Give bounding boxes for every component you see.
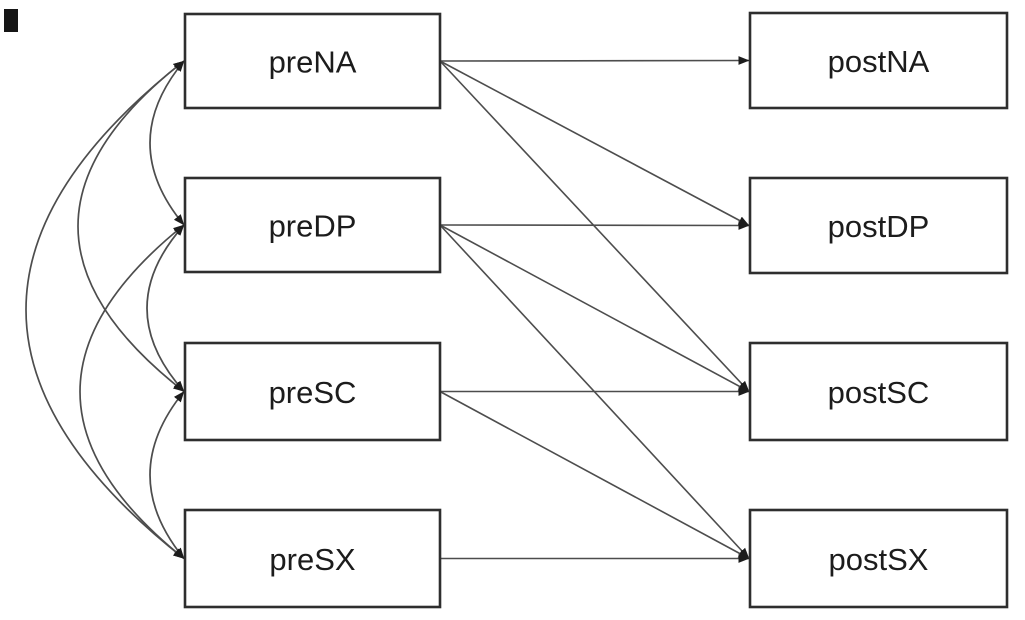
- node-label-postSC: postSC: [828, 375, 930, 410]
- node-box-postSC: [748, 341, 1009, 442]
- node-box-preSC: [183, 341, 442, 442]
- covariance-arc-preNA-preSX: [25, 60, 185, 560]
- node-label-preDP: preDP: [269, 209, 357, 244]
- path-arrow-preNA-postSC: [439, 60, 750, 393]
- covariance-arc-preDP-preSC: [146, 224, 185, 393]
- covariance-arc-preSC-preSX: [149, 390, 185, 560]
- node-box-postNA: [748, 11, 1009, 110]
- node-label-preSC: preSC: [269, 375, 357, 410]
- node-label-postNA: postNA: [828, 44, 930, 79]
- covariance-arcs-group: [25, 60, 185, 560]
- node-label-preSX: preSX: [269, 542, 355, 577]
- nodes-group: preNA preDP preSC preSX postNA postDP postSC po…: [183, 11, 1009, 609]
- node-box-preNA: [183, 12, 442, 110]
- path-arrow-preNA-postDP: [439, 60, 750, 227]
- node-box-postDP: [748, 176, 1009, 275]
- node-label-postSX: postSX: [829, 542, 929, 577]
- path-arrow-preDP-postDP: [439, 221, 750, 230]
- regression-arrows-group: [439, 56, 750, 563]
- corner-artifact-mark: [4, 9, 18, 32]
- node-label-postDP: postDP: [828, 209, 930, 244]
- path-arrow-preNA-postNA: [439, 56, 750, 65]
- covariance-arc-preDP-preSX: [79, 224, 185, 560]
- covariance-arc-preNA-preSC: [77, 60, 185, 393]
- node-box-postSX: [748, 508, 1009, 609]
- covariance-arc-preNA-preDP: [149, 60, 185, 226]
- node-box-preDP: [183, 176, 442, 274]
- node-label-preNA: preNA: [269, 45, 357, 80]
- path-arrow-preSC-postSX: [439, 390, 750, 560]
- node-box-preSX: [183, 508, 442, 609]
- path-arrow-preDP-postSC: [439, 224, 750, 393]
